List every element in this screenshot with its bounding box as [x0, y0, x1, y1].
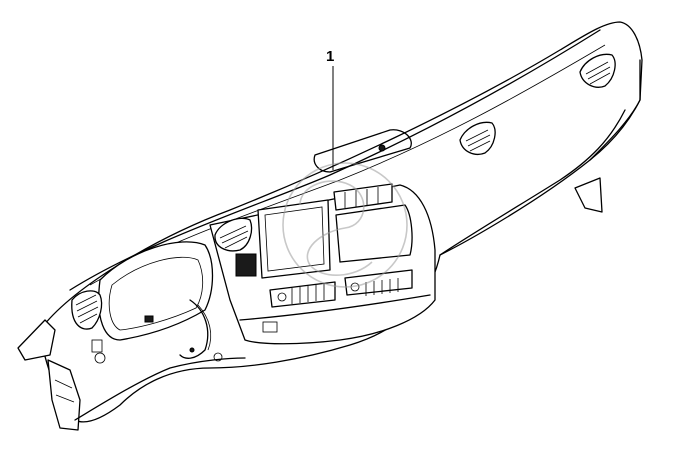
right-side-panel [589, 59, 641, 161]
dashboard-lower-sweep [74, 357, 246, 421]
upper-switch-row [333, 183, 393, 211]
steering-column-opening [179, 299, 209, 359]
left-lower-bracket [47, 359, 81, 431]
center-display-screen [257, 199, 331, 279]
hvac-control-left [269, 281, 336, 308]
dashboard-top-crest [69, 29, 601, 291]
watermark-logo [282, 162, 408, 288]
right-side-bracket [574, 177, 603, 213]
air-vent-left-side [71, 290, 103, 330]
right-lower-panel [439, 109, 626, 256]
callout-label-1: 1 [326, 48, 335, 65]
left-end-cap [17, 319, 56, 361]
instrument-cluster-face [108, 256, 204, 331]
air-vent-console-left [214, 217, 253, 252]
defrost-panel [313, 129, 412, 173]
hvac-control-right [344, 269, 413, 296]
instrument-cluster-hood [98, 241, 214, 341]
air-vent-center-top [459, 121, 496, 155]
center-right-panel [335, 204, 413, 263]
console-lower-line [239, 294, 431, 321]
hazard-switch-block [235, 253, 257, 277]
